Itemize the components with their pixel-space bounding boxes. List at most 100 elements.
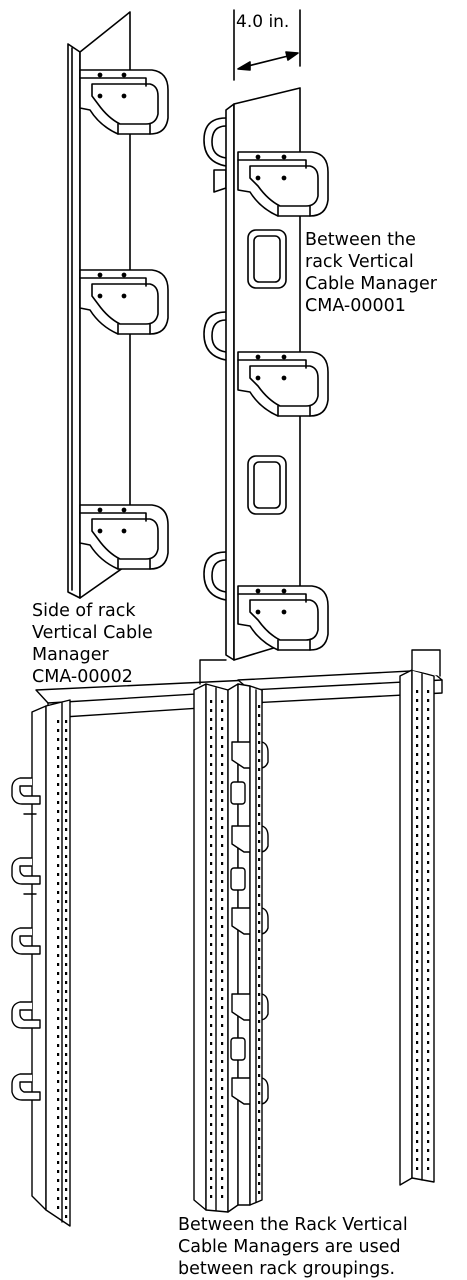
rail-hole (427, 762, 430, 765)
rail-hole (65, 1008, 68, 1011)
rail-hole (210, 799, 213, 802)
rail-hole (427, 1077, 430, 1080)
rail-hole (221, 898, 224, 901)
rail-hole (210, 817, 213, 820)
rail-hole (57, 1161, 60, 1164)
rail-hole (57, 1098, 60, 1101)
rail-hole (221, 880, 224, 883)
rail-hole (210, 853, 213, 856)
rail-hole (258, 750, 261, 753)
rail-hole (57, 1080, 60, 1083)
rail-hole (221, 727, 224, 730)
rail-hole (221, 790, 224, 793)
rail-hole (416, 933, 419, 936)
rail-hole (258, 966, 261, 969)
rail-hole (258, 813, 261, 816)
rail-hole (258, 867, 261, 870)
rail-hole (221, 1114, 224, 1117)
rail-hole (210, 1078, 213, 1081)
rail-hole (416, 1014, 419, 1017)
caption-line: Cable Managers are used (178, 1237, 401, 1257)
cable-ring-side-1 (79, 69, 169, 135)
rail-hole (427, 1158, 430, 1161)
rail-hole (416, 816, 419, 819)
rail-hole (221, 1186, 224, 1189)
rail-hole (57, 864, 60, 867)
rail-hole (258, 885, 261, 888)
rail-hole (65, 774, 68, 777)
rail-hole (57, 738, 60, 741)
rail-hole (65, 720, 68, 723)
rail-hole (427, 897, 430, 900)
rail-hole (57, 801, 60, 804)
rail-hole (221, 1141, 224, 1144)
rail-hole (416, 708, 419, 711)
rail-hole (57, 1134, 60, 1137)
rail-hole (427, 1059, 430, 1062)
rail-hole (221, 799, 224, 802)
rail-hole (258, 849, 261, 852)
rail-hole (416, 1077, 419, 1080)
rail-hole (416, 1122, 419, 1125)
rail-hole (258, 1110, 261, 1113)
rail-hole (427, 1068, 430, 1071)
rail-hole (258, 804, 261, 807)
rail-hole (258, 984, 261, 987)
rail-hole (258, 1038, 261, 1041)
rail-hole (57, 837, 60, 840)
rail-hole (57, 792, 60, 795)
cable-ring-between-1 (237, 151, 329, 217)
rail-hole (65, 810, 68, 813)
cable-ring-side-2 (79, 269, 169, 335)
rail-hole (221, 988, 224, 991)
rail-hole (258, 948, 261, 951)
rail-hole (416, 1149, 419, 1152)
rail-hole (210, 1051, 213, 1054)
rail-hole (65, 945, 68, 948)
rail-hole (221, 736, 224, 739)
rail-hole (65, 783, 68, 786)
rail-hole (258, 1011, 261, 1014)
rail-hole (427, 1131, 430, 1134)
rail-hole (65, 1116, 68, 1119)
rail-hole (416, 753, 419, 756)
rail-hole (221, 907, 224, 910)
rail-hole (57, 846, 60, 849)
rail-hole (65, 927, 68, 930)
rail-hole (427, 1104, 430, 1107)
rail-hole (258, 903, 261, 906)
rail-hole (210, 700, 213, 703)
rail-hole (210, 772, 213, 775)
rail-hole (416, 861, 419, 864)
rail-hole (210, 1006, 213, 1009)
rail-hole (258, 1065, 261, 1068)
rail-hole (57, 1107, 60, 1110)
rail-hole (210, 970, 213, 973)
rail-hole (258, 777, 261, 780)
rail-hole (57, 936, 60, 939)
rail-hole (57, 855, 60, 858)
rail-hole (221, 970, 224, 973)
rail-hole (221, 709, 224, 712)
rail-hole (221, 1042, 224, 1045)
rail-hole-pattern (57, 690, 430, 1218)
rail-hole (65, 918, 68, 921)
rail-hole (427, 726, 430, 729)
rail-hole (221, 952, 224, 955)
rail-hole (258, 930, 261, 933)
rail-hole (65, 1071, 68, 1074)
rail-hole (258, 768, 261, 771)
rail-hole (57, 954, 60, 957)
rail-hole (416, 1068, 419, 1071)
rail-hole (258, 1056, 261, 1059)
rail-hole (427, 978, 430, 981)
rail-hole (210, 1087, 213, 1090)
rail-hole (427, 1014, 430, 1017)
rack-side-rings (11, 777, 41, 1101)
rail-hole (258, 1083, 261, 1086)
rail-hole (221, 1006, 224, 1009)
rail-hole (210, 745, 213, 748)
rail-hole (210, 898, 213, 901)
rail-hole (57, 972, 60, 975)
rail-hole (416, 897, 419, 900)
